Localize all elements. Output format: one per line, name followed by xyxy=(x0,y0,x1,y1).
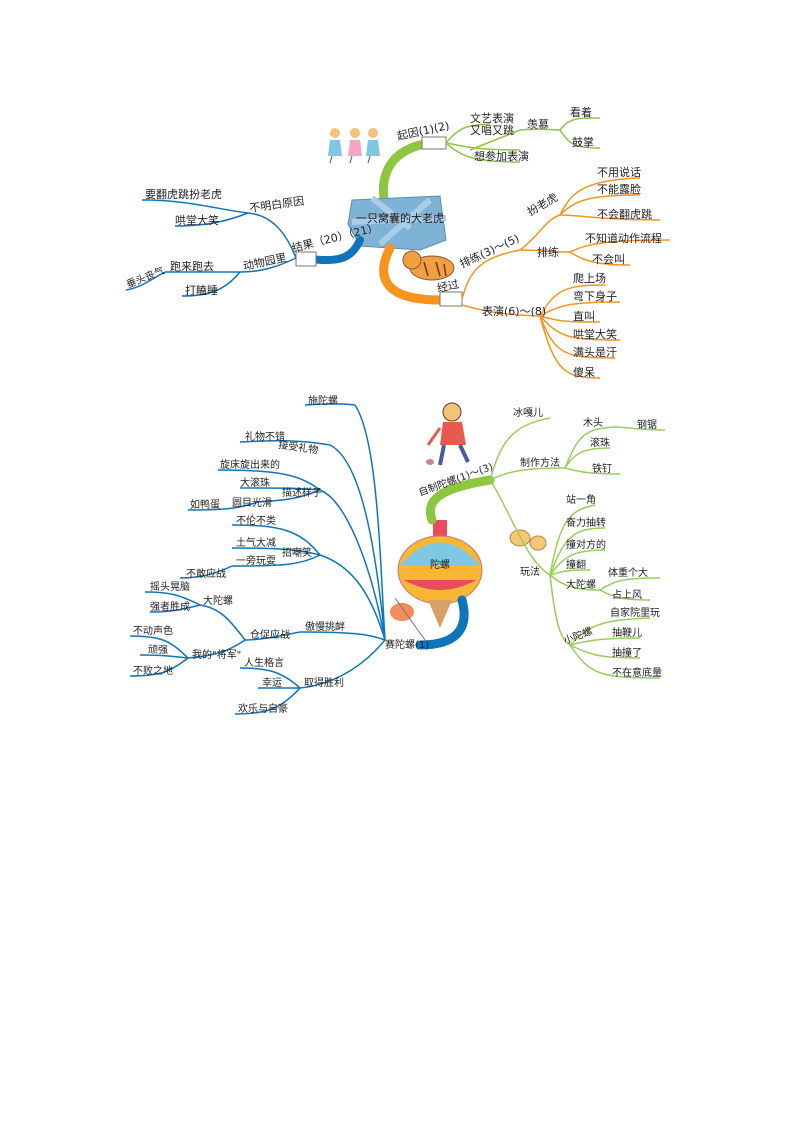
hand-pointer-icon xyxy=(421,136,447,150)
win-label: 取得胜利 xyxy=(304,677,344,689)
big-label: 大陀螺 xyxy=(566,578,596,591)
performance-item-3: 直叫 xyxy=(573,309,595,323)
describe-item-3: 圆目光滑 xyxy=(232,496,272,509)
big-top-item-2: 强者胜成 xyxy=(150,601,190,613)
play-tiger-item-1: 不用说话 xyxy=(597,165,641,179)
mock-item-2: 土气大减 xyxy=(236,536,276,549)
performance-label: 表演(6)～(8) xyxy=(482,304,546,318)
small-item-3: 抽撞了 xyxy=(612,646,642,659)
play-label: 玩法 xyxy=(520,565,540,578)
win-item-1: 人生格言 xyxy=(244,656,284,669)
describe-label: 描述样子 xyxy=(282,486,322,499)
hand-pointer-icon xyxy=(295,251,317,267)
win-item-2: 幸运 xyxy=(262,677,282,689)
mindmap-1: 起因(1)(2) 文艺表演 又唱又跳 想参加表演 羡慕 看着 鼓掌 一只窝囊的大… xyxy=(124,105,671,379)
make-item-1: 木头 xyxy=(583,417,603,429)
unclear-label: 不明白原因 xyxy=(248,193,304,215)
performance-item-6: 傻呆 xyxy=(573,366,595,379)
make-item-2: 滚珠 xyxy=(590,436,610,449)
branch-cause xyxy=(379,138,435,210)
branch-process xyxy=(379,243,445,305)
hand-pointer-icon xyxy=(439,291,463,307)
battle-label: 傲慢挑衅 xyxy=(305,620,345,633)
play-tiger-item-2: 不能露脸 xyxy=(597,182,641,196)
act-item-1: 跑来跑去 xyxy=(170,259,214,273)
play-item-3: 撞对方的 xyxy=(566,538,606,551)
mine-item-1: 不动声色 xyxy=(133,624,173,637)
unclear-item-1: 要翻虎跳扮老虎 xyxy=(145,187,222,201)
performance-item-2: 弯下身子 xyxy=(573,289,617,303)
practice-item-2: 不会叫 xyxy=(592,253,625,266)
cause-item-2: 又唱又跳 xyxy=(470,123,514,137)
act-item-2: 打瞌睡 xyxy=(185,283,218,297)
cause-item-1: 文艺表演 xyxy=(470,111,514,125)
small-item-1: 自家院里玩 xyxy=(610,606,660,619)
big-top-item-1: 摇头晃脑 xyxy=(150,580,190,593)
accept-label: 仓促应战 xyxy=(250,628,290,641)
describe-item-2: 大滚珠 xyxy=(240,476,270,489)
big-item-2: 占上风 xyxy=(612,588,642,601)
top-left-label: 施陀螺 xyxy=(308,394,338,407)
big-item-1: 体重个大 xyxy=(608,566,648,579)
envy-item-2: 鼓掌 xyxy=(572,135,594,149)
rehearsal-label: 排练(3)～(5) xyxy=(457,231,521,271)
performance-item-1: 爬上场 xyxy=(573,271,606,285)
win-item-3: 欢乐与自豪 xyxy=(238,702,288,715)
ice-label: 冰嘎儿 xyxy=(513,406,543,419)
play-tiger-label: 扮老虎 xyxy=(525,190,561,219)
mock-item-1: 不伦不类 xyxy=(236,514,276,527)
describe-item-4: 如鸭蛋 xyxy=(190,498,220,511)
process-label: 经过 xyxy=(436,278,460,295)
small-top-icon xyxy=(509,529,547,551)
performance-item-5: 满头是汗 xyxy=(573,346,617,359)
mock-item-3: 一旁玩耍 xyxy=(236,554,276,567)
center-title: 一只窝囊的大老虎 xyxy=(356,211,444,225)
tiger-icon xyxy=(402,250,455,281)
spinning-top-icon: 陀螺 xyxy=(397,520,483,628)
envy-item-1: 看着 xyxy=(570,105,592,119)
make-item-3: 铁钉 xyxy=(592,462,612,475)
mock-item-4: 不敢应战 xyxy=(186,567,226,580)
small-item-2: 抽鞭儿 xyxy=(612,626,642,639)
play-item-1: 站一角 xyxy=(566,493,596,506)
practice-label: 排练 xyxy=(537,245,559,259)
play-item-2: 奋力抽转 xyxy=(566,516,606,529)
play-item-4: 撞翻 xyxy=(566,558,586,571)
result-extra: 垂头丧气 xyxy=(124,264,166,291)
small-item-4: 不在意底量 xyxy=(612,666,662,679)
mine-label: 我的"将军" xyxy=(192,648,241,661)
branch-make xyxy=(426,475,495,525)
mock-label: 招嘲笑 xyxy=(282,546,312,559)
gift-item-1: 礼物不错 xyxy=(245,430,285,443)
dancing-kids-icon xyxy=(328,128,380,164)
boy-playing-top-icon xyxy=(426,402,470,466)
branch-contest xyxy=(415,595,469,650)
mine-item-3: 不败之地 xyxy=(133,664,173,677)
performance-item-4: 哄堂大笑 xyxy=(573,327,617,341)
whip-top-icon xyxy=(390,597,426,641)
center-node: 一只窝囊的大老虎 xyxy=(347,195,447,251)
describe-item-1: 旋床旋出来的 xyxy=(220,458,280,471)
make-extra: 钢锯 xyxy=(637,418,657,431)
make-label: 制作方法 xyxy=(520,456,560,469)
big-top-label: 大陀螺 xyxy=(203,594,233,607)
left-root-label: 赛陀螺(1) xyxy=(385,638,429,651)
envy-label: 羡慕 xyxy=(527,117,549,131)
top-label: 陀螺 xyxy=(430,558,450,571)
cause-item-3: 想参加表演 xyxy=(474,149,529,163)
mindmap-2: 陀螺 自制陀螺(1)～(3) 冰嘎儿 制作方法 xyxy=(129,394,666,715)
practice-item-1: 不知道动作流程 xyxy=(585,231,662,245)
play-tiger-item-3: 不会翻虎跳 xyxy=(597,207,652,221)
unclear-item-2: 哄堂大笑 xyxy=(175,213,219,227)
mine-item-2: 顽强 xyxy=(148,644,168,656)
